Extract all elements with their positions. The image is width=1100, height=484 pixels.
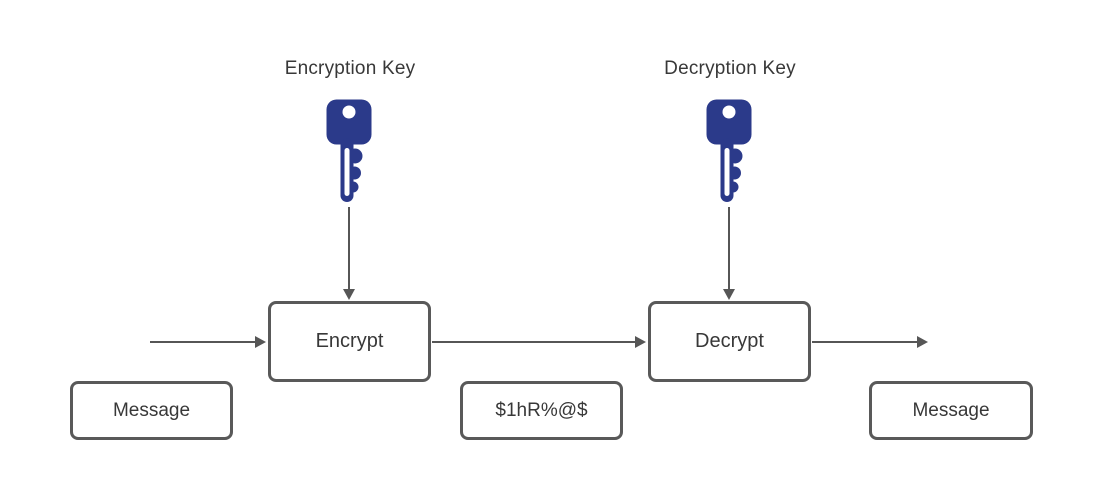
arrow-encrypt-to-decrypt bbox=[432, 341, 636, 343]
key-icon bbox=[326, 99, 372, 202]
ciphertext-box: $1hR%@$ bbox=[460, 381, 623, 440]
ciphertext-box-label: $1hR%@$ bbox=[495, 399, 588, 421]
message-box-right: Message bbox=[869, 381, 1033, 440]
decrypt-box: Decrypt bbox=[648, 301, 811, 382]
message-box-right-label: Message bbox=[912, 399, 990, 421]
encryption-key-label: Encryption Key bbox=[284, 58, 416, 79]
message-box-left-label: Message bbox=[112, 399, 191, 421]
arrowhead-right-icon bbox=[635, 336, 646, 348]
arrowhead-down-icon bbox=[723, 289, 735, 300]
arrow-decrypt-to-message bbox=[812, 341, 918, 343]
decryption-key-label: Decryption Key bbox=[664, 58, 796, 79]
key-icon bbox=[706, 99, 752, 202]
decrypt-box-label: Decrypt bbox=[695, 330, 764, 352]
arrowhead-right-icon bbox=[917, 336, 928, 348]
arrow-key-to-encrypt bbox=[348, 207, 350, 289]
arrowhead-right-icon bbox=[255, 336, 266, 348]
message-box-left: Message bbox=[70, 381, 233, 440]
encrypt-box: Encrypt bbox=[268, 301, 431, 382]
arrow-key-to-decrypt bbox=[728, 207, 730, 289]
arrowhead-down-icon bbox=[343, 289, 355, 300]
encrypt-box-label: Encrypt bbox=[315, 330, 384, 352]
arrow-message-to-encrypt bbox=[150, 341, 256, 343]
